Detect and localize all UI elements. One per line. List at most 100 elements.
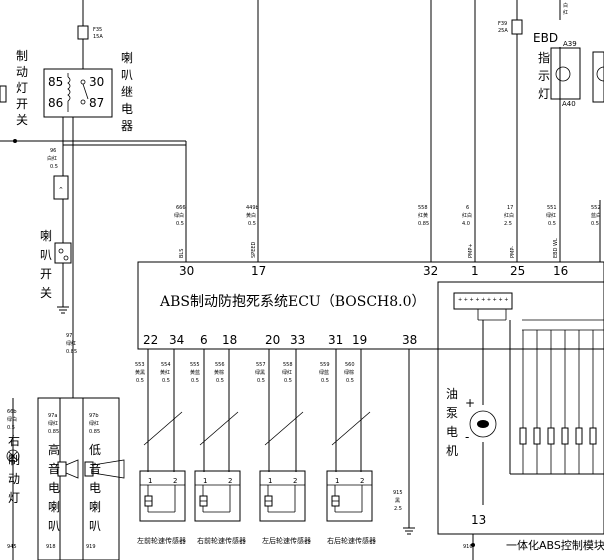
relay-pin-87: 87 [89, 96, 104, 110]
ecu-pin-19: 19 [352, 333, 367, 347]
sensor-right-rear: 1 2 [326, 470, 373, 522]
horn-switch-connector [53, 175, 69, 200]
wire-97a-size: 0.85 [48, 429, 59, 435]
low-horn-icon [84, 459, 125, 479]
sensor-lr-pin-2: 2 [293, 477, 297, 485]
wire-919-id: 919 [86, 544, 96, 550]
wire-560-color: 绿棕 [344, 369, 354, 376]
pin16-tag: EBD WL [553, 238, 559, 258]
wire-560-id: 560 [345, 362, 355, 368]
connector-a39: A39 [563, 40, 577, 48]
ecu-pin-34: 34 [169, 333, 184, 347]
wire-66b-color: 绿白 [7, 416, 17, 423]
sensor-left-front: 1 2 [139, 470, 186, 522]
fuse-f35 [77, 25, 89, 40]
relay-pin-85: 85 [48, 75, 63, 89]
wire-915-color: 黑 [395, 498, 400, 504]
wire-97a-color: 绿红 [48, 420, 58, 427]
horn-switch-connector-mark: ⌃ [58, 186, 64, 194]
horn-switch [54, 242, 72, 264]
ecu-pin-38: 38 [402, 333, 417, 347]
ecu-pin-16: 16 [553, 264, 568, 278]
ecu-pin-13: 13 [471, 513, 486, 527]
right-edge-component [592, 51, 604, 103]
wire-666-id: 666 [176, 205, 186, 211]
wire-552-size: 0.5 [591, 221, 599, 227]
abs-module-label: 一体化ABS控制模块总成 [506, 538, 604, 552]
wire-97a-id: 97a [48, 413, 57, 419]
fuse-f35-rating: 15A [93, 34, 103, 40]
wire-96-id: 96 [50, 148, 56, 154]
wire-554-size: 0.5 [162, 378, 170, 384]
high-horn-label: 高音电喇叭 [48, 442, 60, 533]
relay-coil [67, 76, 71, 102]
sensor-lf-shield [143, 411, 183, 446]
brake-light-switch-label: 制动灯开关 [16, 49, 28, 127]
wire-96-color: 白红 [47, 155, 57, 162]
pin17-tag: SPEED [251, 241, 257, 258]
pump-minus-sign: - [465, 430, 469, 444]
wire-97b-size: 0.85 [89, 429, 100, 435]
wire-556-id: 556 [215, 362, 225, 368]
wire-17-size: 2.5 [504, 221, 512, 227]
wire-558b-color: 绿红 [282, 369, 292, 376]
wire-556-color: 黄棕 [214, 369, 224, 376]
ecu-pin-31: 31 [328, 333, 343, 347]
ebd-lamp-connector [550, 47, 581, 100]
pump-motor-icon [469, 410, 497, 438]
wire-554-color: 黄红 [160, 369, 170, 376]
pump-plus-sign: + [465, 396, 475, 410]
pin1-tag: PMP+ [468, 243, 474, 258]
relay-switch-blade [82, 83, 89, 100]
ebd-lamp-icon [555, 66, 571, 82]
wire-552-color: 蓝白 [591, 212, 601, 219]
pump-motor-label: 油泵电机 [446, 387, 458, 458]
wire-96-size: 0.5 [50, 164, 58, 170]
wire-17-id: 17 [507, 205, 513, 211]
sensor-lf-pin-1: 1 [148, 477, 152, 485]
ecu-pin-25: 25 [510, 264, 525, 278]
wire-557-id: 557 [256, 362, 266, 368]
wire-555-color: 黄蓝 [190, 369, 200, 376]
wire-557-size: 0.5 [257, 378, 265, 384]
wire-97-color: 绿红 [66, 340, 76, 347]
top-right-wire-color-1: 白 [563, 2, 568, 9]
sensor-rr-shield [331, 411, 371, 446]
wire-6-color: 红白 [462, 212, 472, 219]
solenoid-valve-array [509, 319, 604, 475]
ecu-pin-6: 6 [200, 333, 208, 347]
wire-554-id: 554 [161, 362, 171, 368]
ecu-title: ABS制动防抱死系统ECU（BOSCH8.0） [159, 294, 426, 310]
wire-449b-id: 449b [246, 205, 259, 211]
wire-553-id: 553 [135, 362, 145, 368]
sensor-rf-pin-1: 1 [203, 477, 207, 485]
ecu-pin-1: 1 [471, 264, 479, 278]
wire-915-size: 2.5 [394, 506, 402, 512]
sensor-lr-pin-1: 1 [268, 477, 272, 485]
relay-pin-86: 86 [48, 96, 63, 110]
sensor-rr-pin-2: 2 [360, 477, 364, 485]
wire-558-id: 558 [418, 205, 428, 211]
wire-449b-color: 黄白 [246, 212, 256, 219]
wire-556-size: 0.5 [216, 378, 224, 384]
fuse-f39-id: F39 [498, 21, 507, 27]
wire-555-size: 0.5 [191, 378, 199, 384]
sensor-left-rear: 1 2 [259, 470, 306, 522]
pin30-tag: BLS [179, 249, 185, 258]
abs-ecu-box [137, 261, 604, 350]
wire-553-color: 黄黑 [135, 369, 145, 376]
ecu-pin-30: 30 [179, 264, 194, 278]
wire-17-color: 红白 [504, 212, 514, 219]
brake-switch-symbol [0, 85, 7, 103]
wire-666-size: 0.5 [176, 221, 184, 227]
wire-551-size: 0.5 [548, 221, 556, 227]
wire-97b-id: 97b [89, 413, 99, 419]
relay-contact-30 [80, 79, 86, 85]
sensor-lf-pin-2: 2 [173, 477, 177, 485]
fuse-f35-id: F35 [93, 27, 102, 33]
fuse-f39-rating: 25A [498, 28, 508, 34]
ecu-pin-33: 33 [290, 333, 305, 347]
wire-915-id: 915 [393, 490, 403, 496]
pin25-tag: PMP- [510, 246, 516, 258]
